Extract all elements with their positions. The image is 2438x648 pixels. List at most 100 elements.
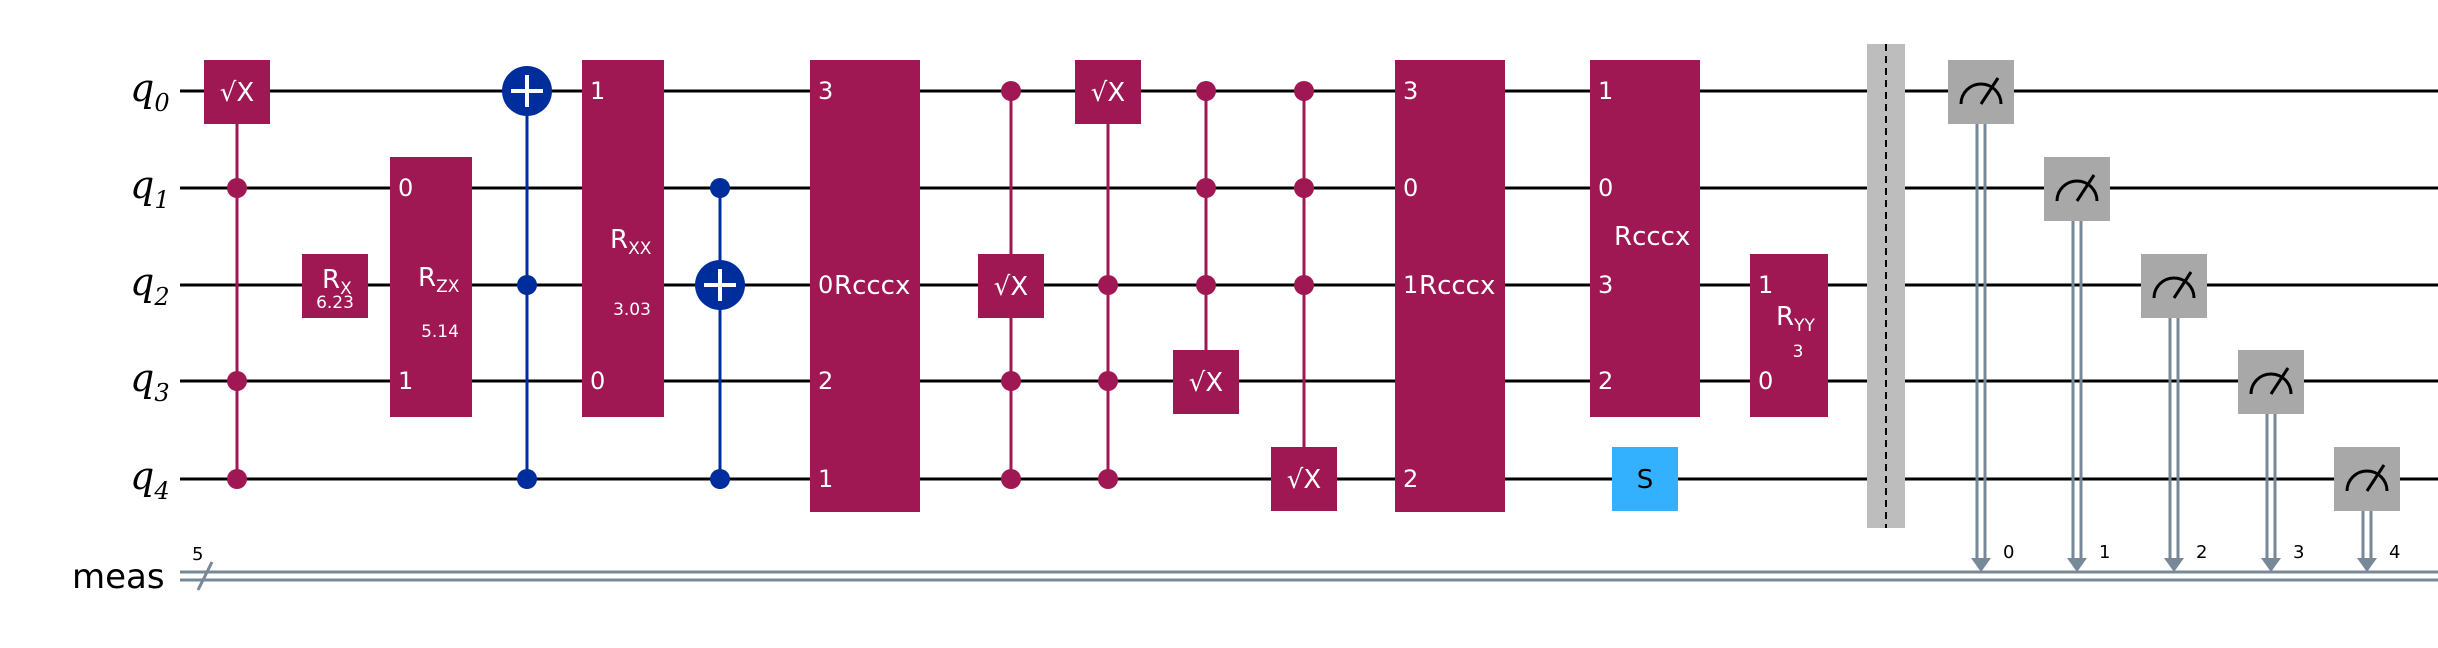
rcccx-port: 2 xyxy=(1598,367,1613,395)
rcccx-port: 0 xyxy=(1598,174,1613,202)
rx-label: RX xyxy=(322,265,352,299)
s-label: S xyxy=(1637,465,1654,495)
rcccx-port: 3 xyxy=(1403,77,1418,105)
barrier xyxy=(1867,44,1905,528)
cnot-target-icon xyxy=(695,260,745,310)
control-dot xyxy=(1098,469,1118,489)
rcccx-gate-3: 1 0 3 2 Rcccx xyxy=(1590,60,1700,417)
ryy-param: 3 xyxy=(1793,342,1804,362)
control-dot xyxy=(517,469,537,489)
rxx-box xyxy=(582,60,664,417)
sx-box xyxy=(1271,447,1337,511)
meter-box xyxy=(2238,350,2304,414)
measure-bit-label: 2 xyxy=(2196,542,2207,563)
measure-bit-label: 3 xyxy=(2293,542,2304,563)
s-box xyxy=(1612,447,1678,511)
rcccx-box xyxy=(1395,60,1505,512)
sx-label: √X xyxy=(1189,368,1223,398)
measurement-q2: 2 xyxy=(2141,254,2207,572)
control-dot xyxy=(1098,371,1118,391)
sx-box xyxy=(204,60,270,124)
measure-arrow xyxy=(2357,558,2377,572)
rcccx-port: 2 xyxy=(1403,465,1418,493)
rcccx-port: 0 xyxy=(818,271,833,299)
mcx-gate-1 xyxy=(502,66,552,489)
sx-label: √X xyxy=(220,78,254,108)
control-dot xyxy=(227,178,247,198)
meter-icon xyxy=(2249,367,2293,395)
sx-label: √X xyxy=(1091,78,1125,108)
control-dot xyxy=(710,178,730,198)
rzx-label: RZX xyxy=(418,263,460,297)
controlled-sx-gate-4: √X xyxy=(1173,81,1239,414)
rcccx-label: Rcccx xyxy=(1614,222,1690,252)
sx-box xyxy=(1173,350,1239,414)
controlled-sx-gate-1: √X xyxy=(204,60,270,489)
rcccx-box xyxy=(1590,60,1700,417)
control-dot xyxy=(1294,81,1314,101)
rcccx-port: 1 xyxy=(1598,77,1613,105)
control-dot xyxy=(227,469,247,489)
sx-label: √X xyxy=(1287,465,1321,495)
rxx-port-1: 1 xyxy=(590,77,605,105)
qubit-label-q3: q3 xyxy=(130,356,170,407)
qubit-label-q2: q2 xyxy=(130,260,170,311)
rcccx-label: Rcccx xyxy=(834,271,910,301)
mcx-gate-2 xyxy=(695,178,745,489)
measure-arrow xyxy=(1971,558,1991,572)
controlled-sx-gate-2: √X xyxy=(978,81,1044,489)
meter-icon xyxy=(1959,77,2003,105)
measurement-q1: 1 xyxy=(2044,157,2110,572)
controlled-sx-gate-3: √X xyxy=(1075,60,1141,489)
rzx-box xyxy=(390,157,472,417)
rcccx-port: 3 xyxy=(818,77,833,105)
measure-arrow xyxy=(2261,558,2281,572)
measurement-q3: 3 xyxy=(2238,350,2304,572)
control-dot xyxy=(1098,275,1118,295)
measure-arrow xyxy=(2164,558,2184,572)
rx-gate: RX 6.23 xyxy=(302,254,368,318)
ryy-gate: 1 0 RYY 3 xyxy=(1750,254,1828,417)
rx-param: 6.23 xyxy=(316,293,354,313)
qubit-label-q1: q1 xyxy=(130,163,170,214)
meter-icon xyxy=(2055,174,2099,202)
classical-size-label: 5 xyxy=(192,544,203,565)
rcccx-gate-2: 3 0 1 2 Rcccx xyxy=(1395,60,1505,512)
cnot-target-icon xyxy=(502,66,552,116)
meter-box xyxy=(2334,447,2400,511)
measurement-q0: 0 xyxy=(1948,60,2014,572)
control-dot xyxy=(1001,81,1021,101)
meter-icon xyxy=(2345,464,2389,492)
qubit-label-q0: q0 xyxy=(130,66,170,117)
rxx-port-0: 0 xyxy=(590,367,605,395)
sx-box xyxy=(978,254,1044,318)
rzx-param: 5.14 xyxy=(421,322,459,342)
control-dot xyxy=(1001,371,1021,391)
rcccx-box xyxy=(810,60,920,512)
ryy-box xyxy=(1750,254,1828,417)
qubit-labels: q0 q1 q2 q3 q4 meas xyxy=(72,66,170,597)
ryy-label: RYY xyxy=(1776,302,1815,336)
control-dot xyxy=(1294,178,1314,198)
control-dot xyxy=(710,469,730,489)
rzx-gate: 0 1 RZX 5.14 xyxy=(390,157,472,417)
meter-box xyxy=(2141,254,2207,318)
rxx-gate: 1 0 RXX 3.03 xyxy=(582,60,664,417)
measure-bit-label: 1 xyxy=(2099,542,2110,563)
measure-bit-label: 4 xyxy=(2389,542,2400,563)
meter-icon xyxy=(2152,271,2196,299)
rcccx-port: 0 xyxy=(1403,174,1418,202)
rzx-port-0: 0 xyxy=(398,174,413,202)
rxx-param: 3.03 xyxy=(613,300,651,320)
ryy-port-0: 0 xyxy=(1758,367,1773,395)
meter-box xyxy=(1948,60,2014,124)
rcccx-label: Rcccx xyxy=(1419,271,1495,301)
rxx-label: RXX xyxy=(610,225,652,259)
qubit-label-q4: q4 xyxy=(130,454,170,505)
ryy-port-1: 1 xyxy=(1758,271,1773,299)
meter-box xyxy=(2044,157,2110,221)
control-dot xyxy=(1196,81,1216,101)
controlled-sx-gate-5: √X xyxy=(1271,81,1337,511)
control-dot xyxy=(517,275,537,295)
classical-wire: 5 xyxy=(180,544,2438,591)
